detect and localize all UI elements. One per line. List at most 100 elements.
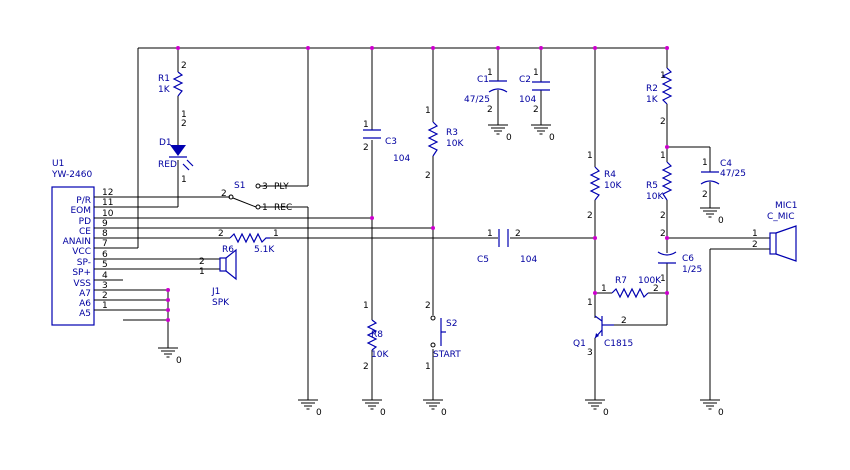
pin-number: 1: [660, 71, 666, 81]
r5-value: 10K: [646, 192, 664, 202]
u1-pin-number: 1: [102, 301, 108, 311]
pin-number: 3: [262, 182, 268, 192]
pin-number: 3: [587, 348, 593, 358]
r4-resistor: R4 10K 1 2: [587, 151, 622, 221]
u1-pin-number: 12: [102, 188, 113, 198]
u1-ic: U1 YW-2460 P/R EOM PD CE ANAIN VCC SP- S…: [51, 159, 123, 326]
u1-pin-name: CE: [79, 227, 91, 237]
j1-speaker: J1 SPK 2 1: [199, 248, 237, 308]
pin-number: 1: [262, 203, 268, 213]
r4-ref: R4: [604, 170, 616, 180]
r1-value: 1K: [158, 85, 171, 95]
pin-number: 1: [181, 175, 187, 185]
s2-ref: S2: [446, 319, 457, 329]
u1-pin-number: 7: [102, 239, 108, 249]
ground-icon: [584, 399, 606, 410]
pin-number: 2: [587, 211, 593, 221]
u1-pin-name: SP+: [72, 268, 91, 278]
ground-icon: [487, 124, 509, 135]
pin-number: 1: [487, 229, 493, 239]
pin-number: 1: [752, 229, 758, 239]
pin-number: 1: [273, 229, 279, 239]
r6-resistor: R6 5.1K 2 1: [218, 229, 279, 255]
r3-resistor: R3 10K 1 2: [425, 106, 464, 181]
ground-icon: [422, 399, 444, 410]
r2-resistor: R2 1K 1 2: [646, 67, 673, 127]
ground-label: 0: [380, 408, 386, 418]
c3-capacitor: C3 104 1 2: [363, 120, 410, 164]
pin-number: 2: [487, 105, 493, 115]
r8-ref: R8: [371, 330, 383, 340]
pin-number: 2: [199, 257, 205, 267]
pin-number: 1: [587, 298, 593, 308]
u1-pin-number: 6: [102, 250, 108, 260]
c4-ref: C4: [720, 159, 732, 169]
s1-ply-label: PLY: [274, 182, 289, 192]
ground-icon: [699, 399, 721, 410]
pin-number: 1: [425, 362, 431, 372]
pin-number: 1: [181, 110, 187, 120]
pin-number: 2: [363, 143, 369, 153]
pin-number: 1: [425, 106, 431, 116]
c5-value: 104: [520, 255, 537, 265]
r7-value: 100K: [638, 276, 662, 286]
pin-number: 2: [363, 362, 369, 372]
s1-rec-label: REC: [274, 203, 292, 213]
c1-value: 47/25: [464, 95, 490, 105]
q1-value: C1815: [604, 339, 633, 349]
mic1-value: C_MIC: [767, 212, 795, 222]
u1-pin-leads: [94, 196, 123, 311]
ground-icon: [157, 347, 179, 358]
u1-pin-number: 10: [102, 209, 114, 219]
r2-value: 1K: [646, 95, 659, 105]
ground-label: 0: [176, 356, 182, 366]
ground-label: 0: [718, 216, 724, 226]
pin-number: 1: [660, 151, 666, 161]
j1-ref: J1: [211, 287, 220, 297]
pin-number: 2: [425, 171, 431, 181]
r7-ref: R7: [615, 276, 627, 286]
c5-ref: C5: [477, 255, 489, 265]
u1-pin-number: 3: [102, 281, 108, 291]
c6-value: 1/25: [682, 265, 702, 275]
u1-pin-number: 4: [102, 271, 108, 281]
ground-label: 0: [603, 408, 609, 418]
pin-number: 2: [181, 119, 187, 129]
pin-number: 1: [363, 301, 369, 311]
pin-number: 1: [702, 158, 708, 168]
pin-number: 2: [702, 190, 708, 200]
pin-number: 2: [653, 284, 659, 294]
u1-part: YW-2460: [51, 170, 92, 180]
ground-label: 0: [506, 133, 512, 143]
u1-pin-number: 8: [102, 229, 108, 239]
c4-capacitor: C4 47/25 1 2: [700, 158, 746, 200]
u1-pin-name: VSS: [73, 279, 91, 289]
pin-number: 1: [660, 274, 666, 284]
wires: [123, 47, 770, 400]
c3-value: 104: [393, 154, 410, 164]
d1-ref: D1: [159, 138, 172, 148]
ground-label: 0: [718, 408, 724, 418]
ground-icon: [297, 399, 319, 410]
u1-pin-number: 5: [102, 260, 108, 270]
c1-ref: C1: [477, 75, 489, 85]
u1-pin-name: P/R: [76, 196, 91, 206]
u1-body: [51, 186, 95, 326]
c4-value: 47/25: [720, 169, 746, 179]
r5-ref: R5: [646, 181, 658, 191]
s1-switch: S1 2 3 1 PLY REC: [221, 181, 292, 213]
u1-pin-name: A6: [79, 299, 91, 309]
pin-number: 2: [218, 229, 224, 239]
s2-pushbutton: S2 START 2 1: [425, 301, 461, 372]
r3-value: 10K: [446, 139, 464, 149]
r1-resistor: R1 1K 2 1: [158, 61, 187, 120]
r8-value: 10K: [371, 350, 389, 360]
d1-value: RED: [158, 160, 177, 170]
mic1-microphone: MIC1 C_MIC 1 2: [752, 201, 797, 262]
q1-transistor: Q1 C1815 1 2 3: [573, 298, 633, 358]
r6-ref: R6: [222, 245, 234, 255]
junctions: [166, 46, 669, 322]
u1-pin-name: VCC: [72, 247, 91, 257]
s1-ref: S1: [234, 181, 245, 191]
